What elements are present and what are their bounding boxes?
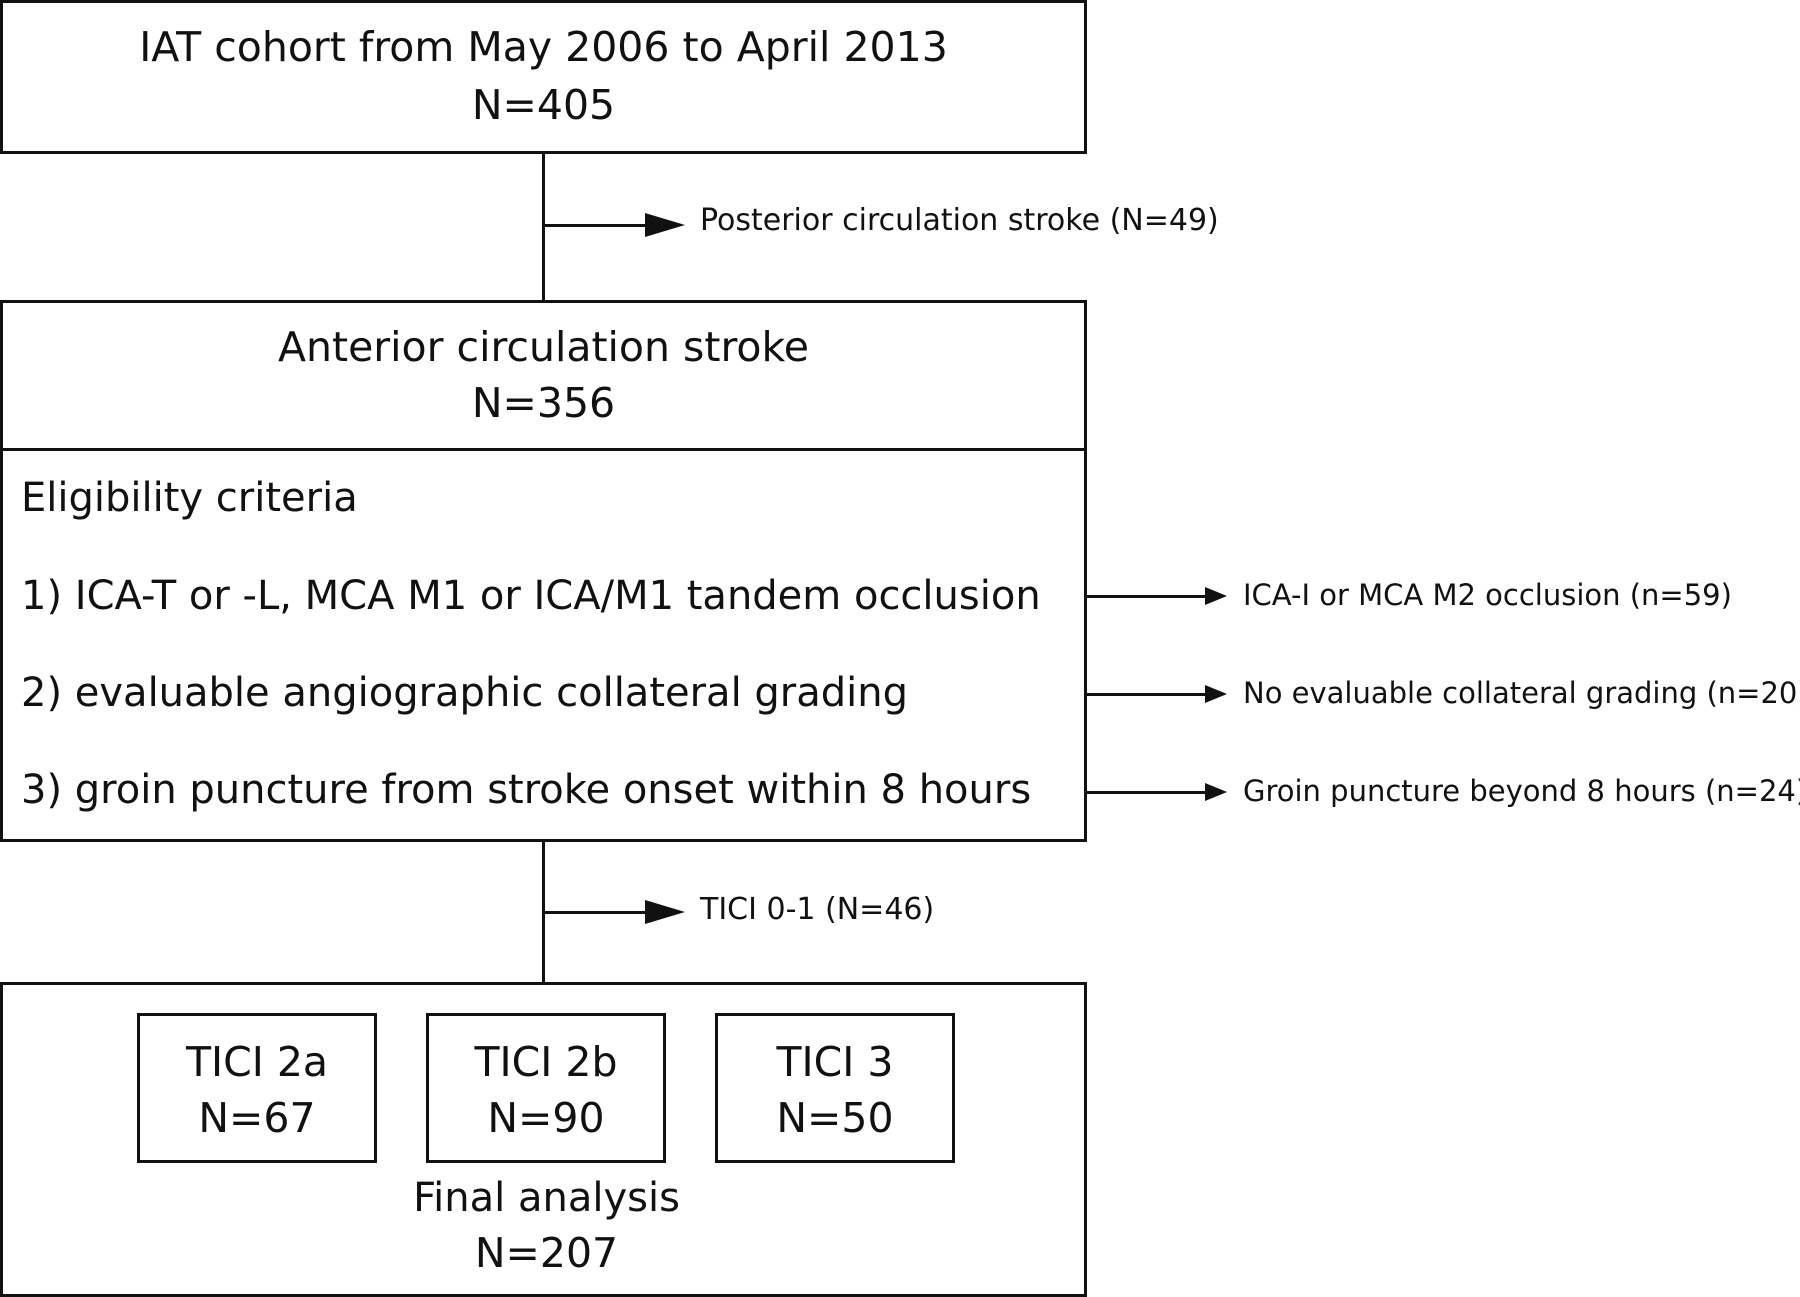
final-box: TICI 2a N=67 TICI 2b N=90 TICI 3 N=50 Fi…: [0, 982, 1087, 1297]
connector-2: [542, 842, 545, 984]
exclusion-1-arrow-line: [545, 224, 655, 227]
exclusion-1-label: Posterior circulation stroke (N=49): [700, 203, 1219, 238]
cohort-title: IAT cohort from May 2006 to April 2013: [139, 23, 948, 71]
criterion-1-arrow-line: [1087, 595, 1217, 598]
anterior-box: Anterior circulation stroke N=356 Eligib…: [0, 300, 1087, 842]
criteria-header: Eligibility criteria: [21, 475, 358, 521]
connector-1: [542, 154, 545, 302]
criterion-3-arrow-line: [1087, 791, 1217, 794]
cohort-count: N=405: [471, 81, 616, 129]
criterion-2-arrow-line: [1087, 693, 1217, 696]
group-tici-2a: TICI 2a N=67: [137, 1013, 377, 1163]
group-tici-2a-count: N=67: [198, 1094, 316, 1142]
criterion-3-exclusion: Groin puncture beyond 8 hours (n=24): [1243, 774, 1800, 808]
criterion-3-arrowhead: [1205, 783, 1227, 801]
criterion-2: 2) evaluable angiographic collateral gra…: [21, 670, 908, 716]
anterior-count: N=356: [471, 379, 616, 427]
group-tici-3-count: N=50: [776, 1094, 894, 1142]
group-tici-2b-count: N=90: [487, 1094, 605, 1142]
criteria-divider: [3, 448, 1084, 451]
final-count: N=207: [474, 1229, 619, 1277]
criterion-1-arrowhead: [1205, 587, 1227, 605]
final-title: Final analysis: [413, 1175, 680, 1221]
group-tici-2b: TICI 2b N=90: [426, 1013, 666, 1163]
anterior-title: Anterior circulation stroke: [277, 323, 810, 371]
exclusion-1-arrowhead: [645, 213, 685, 237]
exclusion-2-arrowhead: [645, 900, 685, 924]
group-tici-2a-title: TICI 2a: [185, 1038, 329, 1086]
criterion-2-exclusion: No evaluable collateral grading (n=20): [1243, 676, 1800, 710]
criterion-2-arrowhead: [1205, 685, 1227, 703]
cohort-box: IAT cohort from May 2006 to April 2013 N…: [0, 0, 1087, 154]
exclusion-2-label: TICI 0-1 (N=46): [700, 892, 935, 927]
group-tici-2b-title: TICI 2b: [474, 1038, 618, 1086]
criterion-3: 3) groin puncture from stroke onset with…: [21, 767, 1032, 813]
criterion-1-exclusion: ICA-I or MCA M2 occlusion (n=59): [1243, 578, 1732, 612]
exclusion-2-arrow-line: [545, 911, 655, 914]
group-tici-3: TICI 3 N=50: [715, 1013, 955, 1163]
group-tici-3-title: TICI 3: [776, 1038, 894, 1086]
criterion-1: 1) ICA-T or -L, MCA M1 or ICA/M1 tandem …: [21, 573, 1041, 619]
